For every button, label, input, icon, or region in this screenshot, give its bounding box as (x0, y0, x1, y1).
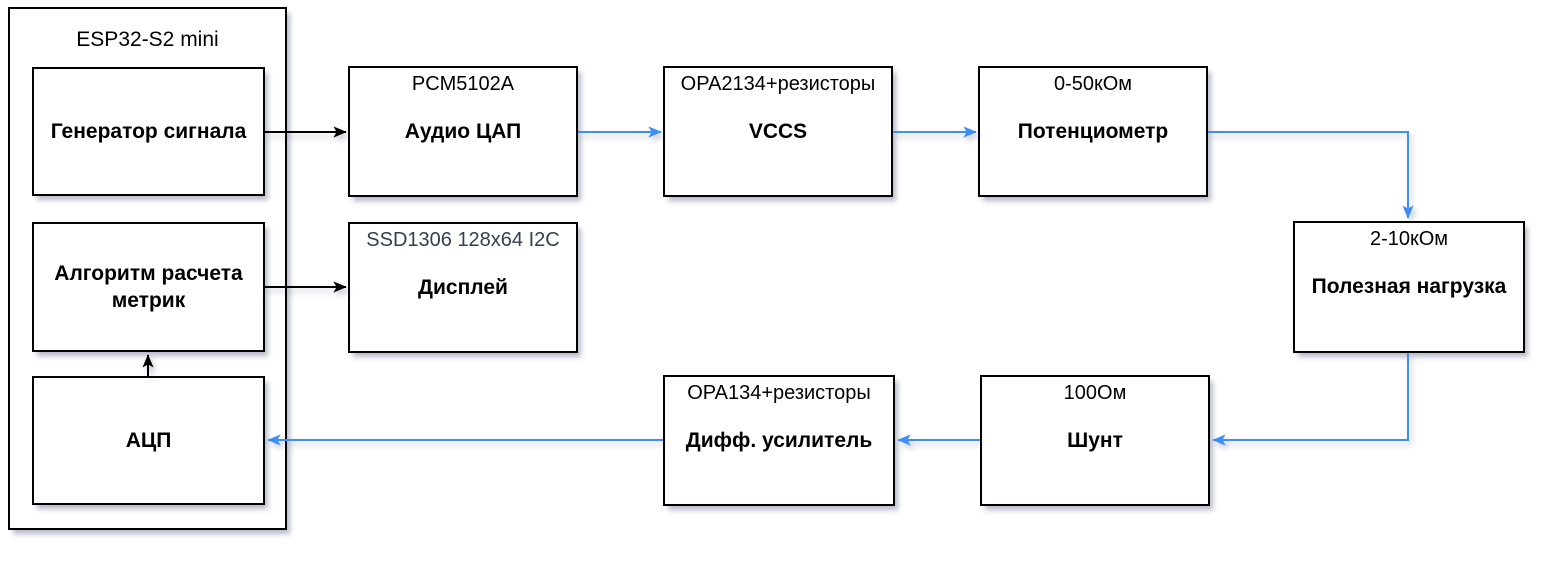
node-part-number: SSD1306 128x64 I2C (366, 229, 560, 251)
connector-load-to-shunt (1212, 353, 1409, 446)
node-audio-dac: PCM5102A Аудио ЦАП (348, 66, 578, 197)
node-adc: АЦП (32, 376, 265, 505)
node-diff-amplifier: OPA134+резисторы Дифф. усилитель (663, 375, 895, 506)
node-label: VCCS (748, 119, 808, 143)
node-label: АЦП (125, 428, 172, 452)
node-label: Аудио ЦАП (404, 119, 522, 143)
node-display: SSD1306 128x64 I2C Дисплей (348, 222, 578, 353)
node-label: Дифф. усилитель (685, 428, 873, 452)
node-label: Алгоритм расчета метрик (54, 261, 243, 312)
node-label: Генератор сигнала (50, 119, 247, 143)
node-shunt: 100Ом Шунт (980, 375, 1210, 506)
node-metrics-algorithm: Алгоритм расчета метрик (32, 222, 265, 352)
node-part-number: OPA2134+резисторы (680, 73, 876, 95)
node-part-number: 100Ом (1063, 382, 1127, 404)
node-label: Полезная нагрузка (1311, 275, 1507, 299)
node-potentiometer: 0-50кОм Потенциометр (978, 66, 1208, 197)
node-part-number: OPA134+резисторы (687, 382, 871, 404)
node-vccs: OPA2134+резисторы VCCS (663, 66, 893, 197)
node-useful-load: 2-10кОм Полезная нагрузка (1293, 221, 1525, 353)
node-part-number: PCM5102A (411, 73, 515, 95)
group-title: ESP32-S2 mini (76, 28, 219, 51)
node-signal-generator: Генератор сигнала (32, 67, 265, 196)
connector-potentiometer-to-load (1208, 131, 1414, 219)
node-label: Дисплей (418, 275, 508, 299)
node-part-number: 2-10кОм (1369, 228, 1449, 250)
node-part-number: 0-50кОм (1053, 73, 1133, 95)
node-label: Потенциометр (1017, 119, 1169, 143)
node-label: Шунт (1067, 428, 1123, 452)
